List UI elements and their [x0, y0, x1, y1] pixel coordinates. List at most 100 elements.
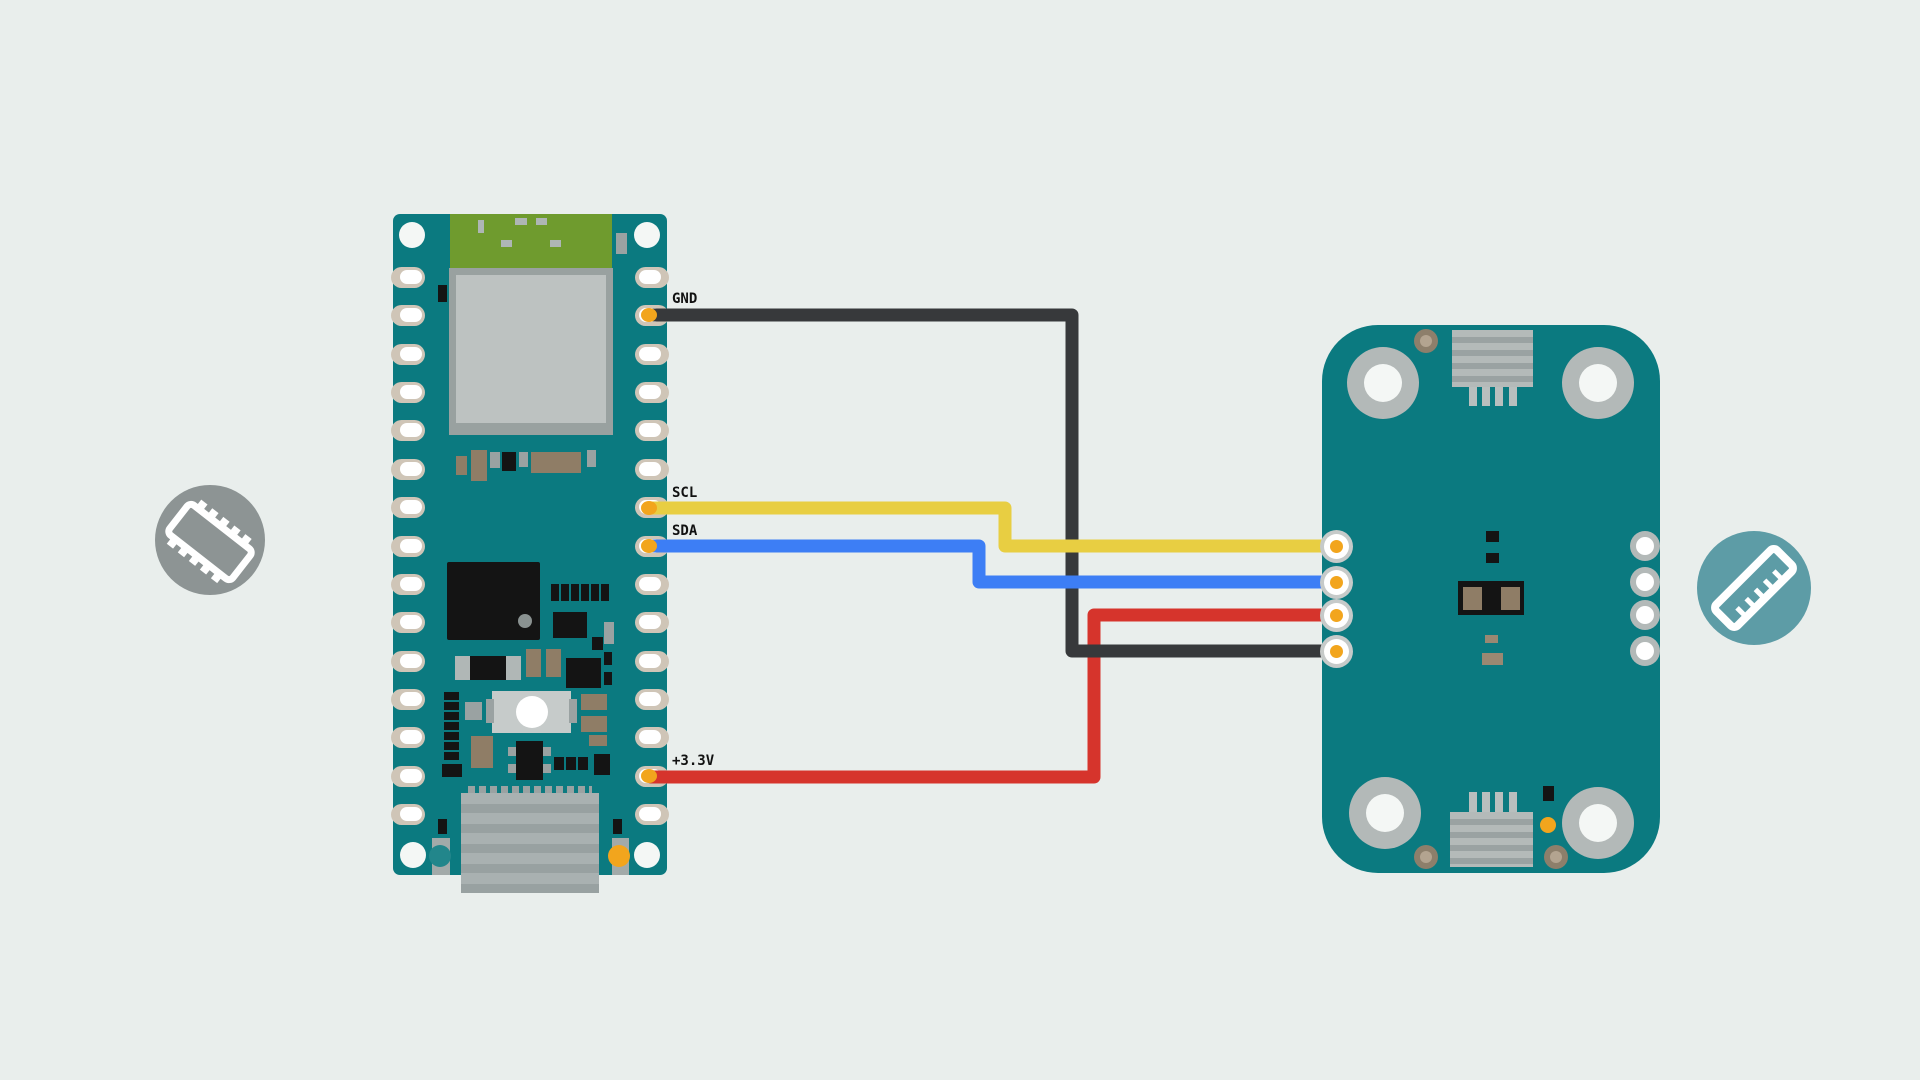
smd-component [592, 637, 603, 650]
ruler-icon [1697, 531, 1811, 645]
smd-component [546, 649, 561, 677]
smd-component [1543, 786, 1554, 801]
castellated-pad[interactable] [391, 382, 425, 403]
smd-component [438, 285, 447, 302]
connector-leg [1469, 792, 1477, 812]
sensor-pin-4[interactable] [1320, 635, 1353, 668]
test-point [429, 845, 451, 867]
smd-component [490, 452, 500, 468]
sensor-pad[interactable] [1630, 600, 1660, 630]
connector-leg [1495, 792, 1503, 812]
wire-sda[interactable] [644, 539, 1341, 589]
castellated-pad[interactable] [391, 689, 425, 710]
smd-component [581, 716, 607, 732]
pin-connection-sda[interactable] [641, 539, 657, 553]
connector-leg [1509, 386, 1517, 406]
mounting-hole [1562, 347, 1634, 419]
castellated-pad[interactable] [391, 766, 425, 787]
castellated-pad[interactable] [635, 459, 669, 480]
sensor-pin-2[interactable] [1320, 566, 1353, 599]
pin-connection-gnd[interactable] [641, 308, 657, 322]
castellated-pad[interactable] [391, 459, 425, 480]
sensor-pad[interactable] [1630, 531, 1660, 561]
mounting-hole [399, 222, 425, 248]
smd-component [508, 747, 517, 756]
castellated-pad[interactable] [391, 536, 425, 557]
castellated-pad[interactable] [635, 344, 669, 365]
smd-component [502, 452, 516, 471]
chip-icon [155, 485, 265, 595]
castellated-pad[interactable] [391, 651, 425, 672]
status-led [1540, 817, 1556, 833]
castellated-pad[interactable] [635, 689, 669, 710]
wire-gnd[interactable] [644, 308, 1341, 658]
castellated-pad[interactable] [635, 267, 669, 288]
smd-component [1486, 531, 1499, 542]
smd-component [613, 819, 622, 834]
smd-component [444, 722, 459, 730]
smd-component [569, 699, 577, 723]
mounting-hole [400, 842, 426, 868]
smd-component [531, 452, 581, 473]
pin-connection-scl[interactable] [641, 501, 657, 515]
smd-component [526, 649, 541, 677]
smd-component [566, 658, 601, 688]
smd-component [444, 712, 459, 720]
mounting-hole [1562, 787, 1634, 859]
sensor-pad[interactable] [1630, 567, 1660, 597]
castellated-pad[interactable] [635, 420, 669, 441]
smd-component [508, 764, 517, 773]
smd-component [471, 736, 493, 768]
sensor-pin-1[interactable] [1320, 530, 1353, 563]
smd-component [589, 735, 607, 746]
smd-component [604, 622, 614, 644]
smd-component [444, 732, 459, 740]
smd-component [561, 584, 569, 601]
smd-component [1485, 635, 1498, 643]
castellated-pad[interactable] [635, 727, 669, 748]
castellated-pad[interactable] [635, 382, 669, 403]
castellated-pad[interactable] [391, 344, 425, 365]
bottom-connector [1450, 812, 1533, 867]
pin-label-3v3: +3.3V [672, 753, 715, 769]
wire-3v3[interactable] [644, 608, 1341, 784]
wire-scl[interactable] [644, 501, 1341, 553]
smd-component [486, 699, 494, 723]
connector-leg [1482, 386, 1490, 406]
castellated-pad[interactable] [391, 727, 425, 748]
castellated-pad[interactable] [635, 574, 669, 595]
sensor-pin-3[interactable] [1320, 599, 1353, 632]
castellated-pad[interactable] [391, 267, 425, 288]
antenna-area [450, 214, 612, 268]
smd-component [442, 764, 462, 777]
castellated-pad[interactable] [391, 497, 425, 518]
castellated-pad[interactable] [391, 574, 425, 595]
smd-component [551, 584, 559, 601]
pin-connection-3v3[interactable] [641, 769, 657, 783]
castellated-pad[interactable] [391, 305, 425, 326]
smd-component [604, 672, 612, 685]
smd-component [581, 584, 589, 601]
mounting-hole [634, 222, 660, 248]
sensor-pad[interactable] [1630, 636, 1660, 666]
smd-component [594, 754, 610, 775]
chip-icon-glyph [165, 499, 255, 584]
castellated-pad[interactable] [635, 612, 669, 633]
castellated-pad[interactable] [635, 651, 669, 672]
smd-component [1486, 553, 1499, 563]
rf-shield [449, 268, 613, 435]
reset-button-cap[interactable] [516, 696, 548, 728]
smd-component [591, 584, 599, 601]
castellated-pad[interactable] [391, 420, 425, 441]
smd-component [616, 233, 627, 254]
castellated-pad[interactable] [635, 804, 669, 825]
crystal [455, 656, 521, 680]
smd-component [444, 742, 459, 750]
fiducial-mark [1414, 329, 1438, 353]
smd-component [571, 584, 579, 601]
smd-component [519, 452, 528, 467]
castellated-pad[interactable] [391, 804, 425, 825]
fiducial-mark [1414, 845, 1438, 869]
castellated-pad[interactable] [391, 612, 425, 633]
